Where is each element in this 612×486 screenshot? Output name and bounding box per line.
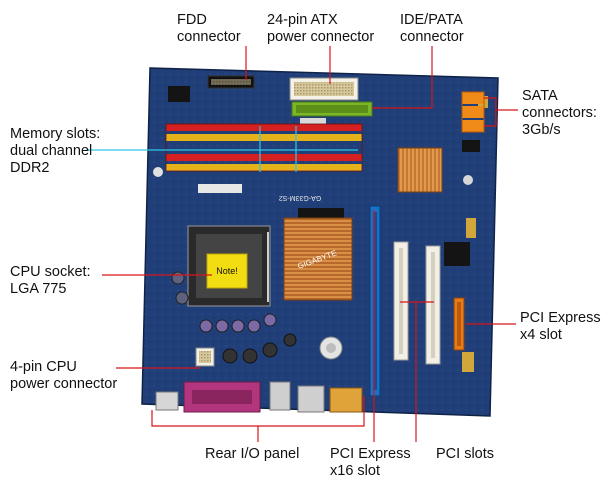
silkscreen-model: GA-G33M-S2 — [279, 194, 322, 201]
label-sata-connectors: SATA connectors: 3Gb/s — [522, 88, 597, 139]
southbridge-heatsink — [398, 148, 442, 192]
label-pcie-x4-slot: PCI Express x4 slot — [520, 310, 601, 344]
northbridge-heatsink: GIGABYTE — [284, 218, 352, 300]
label-memory-slots: Memory slots: dual channel DDR2 — [10, 126, 100, 177]
label-cpu-socket: CPU socket: LGA 775 — [10, 264, 91, 298]
sata-connectors — [462, 92, 484, 132]
label-cpu-power-connector: 4-pin CPU power connector — [10, 359, 117, 393]
chip-label-text: Note! — [216, 266, 238, 276]
label-rear-io-panel: Rear I/O panel — [205, 446, 299, 463]
label-pci-slots: PCI slots — [436, 446, 494, 463]
ide-connector — [292, 102, 372, 116]
cpu-socket: Note! — [188, 226, 270, 306]
pcie-x4-slot — [454, 298, 464, 350]
pcie-x16-slot — [370, 206, 380, 396]
label-fdd-connector: FDD connector — [177, 12, 241, 46]
label-ide-connector: IDE/PATA connector — [400, 12, 464, 46]
atx-power-connector — [290, 78, 358, 100]
fdd-connector — [208, 76, 254, 88]
label-atx-power-connector: 24-pin ATX power connector — [267, 12, 374, 46]
cpu-power-connector — [196, 348, 214, 366]
model-text: GA-G33M-S2 — [279, 194, 322, 201]
label-pcie-x16-slot: PCI Express x16 slot — [330, 446, 411, 480]
